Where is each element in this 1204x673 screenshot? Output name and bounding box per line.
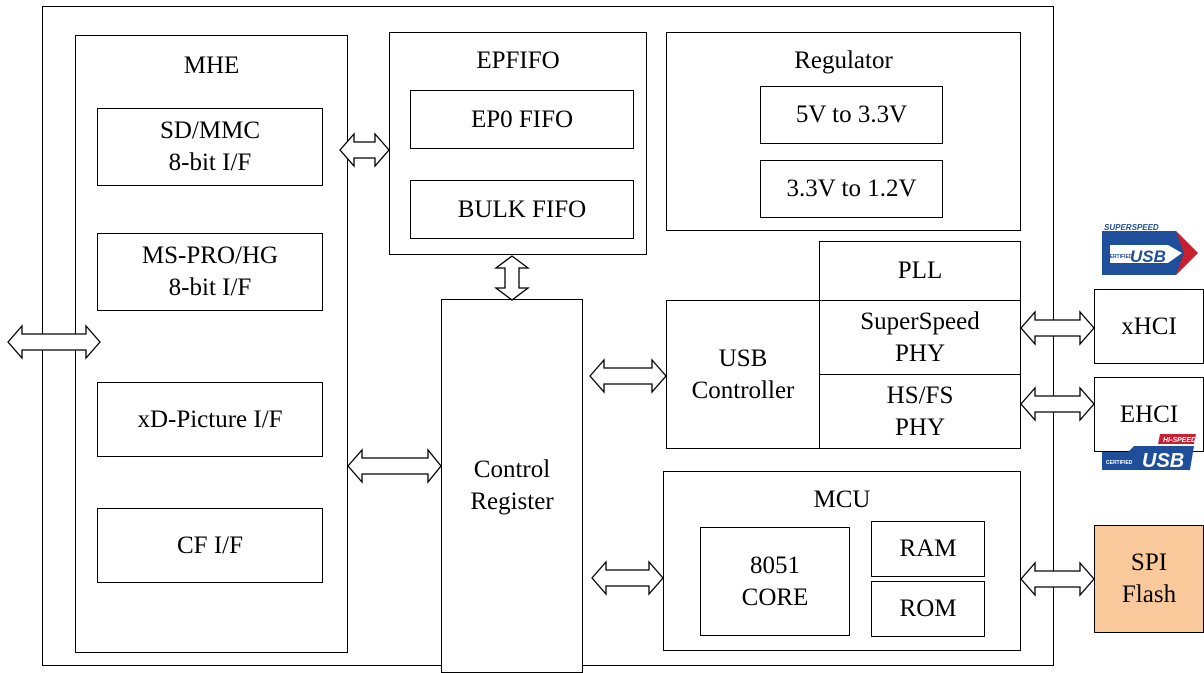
arrow-hsfs-phy-to-ehci	[1020, 386, 1095, 422]
superspeed-logo-certified-text: CERTIFIED	[1106, 254, 1133, 260]
mspro-interface: MS-PRO/HG 8-bit I/F	[97, 233, 323, 311]
hispeed-logo-certified-text: CERTIFIED	[1106, 460, 1133, 466]
xd-picture-interface: xD-Picture I/F	[97, 382, 323, 457]
ram-block: RAM	[871, 521, 985, 577]
sdmmc-interface: SD/MMC 8-bit I/F	[97, 108, 323, 186]
hispeed-logo-usb-text: USB	[1142, 450, 1184, 472]
usb-controller: USB Controller	[666, 300, 820, 449]
hispeed-usb-logo: HI-SPEED CERTIFIED USB	[1098, 432, 1198, 472]
superspeed-logo-usb-text: USB	[1130, 247, 1166, 266]
superspeed-logo-top-text: SUPERSPEED	[1104, 223, 1159, 232]
mhe-title: MHE	[183, 52, 240, 79]
arrow-control-register-to-usb-controller	[589, 358, 667, 394]
hispeed-logo-top-text: HI-SPEED	[1163, 437, 1196, 444]
control-register: Control Register	[441, 299, 583, 673]
arrow-host-to-mhe	[7, 324, 101, 360]
ep0-fifo: EP0 FIFO	[410, 90, 634, 149]
arrow-control-register-to-mcu	[591, 560, 664, 596]
arrow-sdmmc-to-epfifo	[339, 132, 390, 168]
arrow-mcu-to-spi-flash	[1020, 561, 1095, 597]
arrow-epfifo-to-control-register	[494, 255, 530, 301]
rom-block: ROM	[871, 581, 985, 637]
arrow-mhe-to-control-register	[347, 448, 442, 484]
regulator-3v3-to-1v2: 3.3V to 1.2V	[760, 160, 943, 218]
superspeed-usb-logo: SUPERSPEED CERTIFIED USB	[1098, 223, 1202, 281]
hsfs-phy: HS/FS PHY	[819, 374, 1021, 449]
xhci-host: xHCI	[1094, 289, 1204, 364]
cf-interface: CF I/F	[97, 508, 323, 583]
spi-flash: SPI Flash	[1094, 525, 1204, 633]
regulator-5v-to-3v3: 5V to 3.3V	[760, 86, 943, 144]
pll-block: PLL	[819, 241, 1021, 301]
bulk-fifo: BULK FIFO	[410, 180, 634, 239]
epfifo-title: EPFIFO	[476, 47, 560, 74]
8051-core: 8051 CORE	[700, 527, 850, 636]
superspeed-phy: SuperSpeed PHY	[819, 300, 1021, 375]
mcu-title: MCU	[813, 486, 871, 513]
arrow-superspeed-phy-to-xhci	[1020, 310, 1095, 346]
regulator-title: Regulator	[794, 47, 893, 74]
